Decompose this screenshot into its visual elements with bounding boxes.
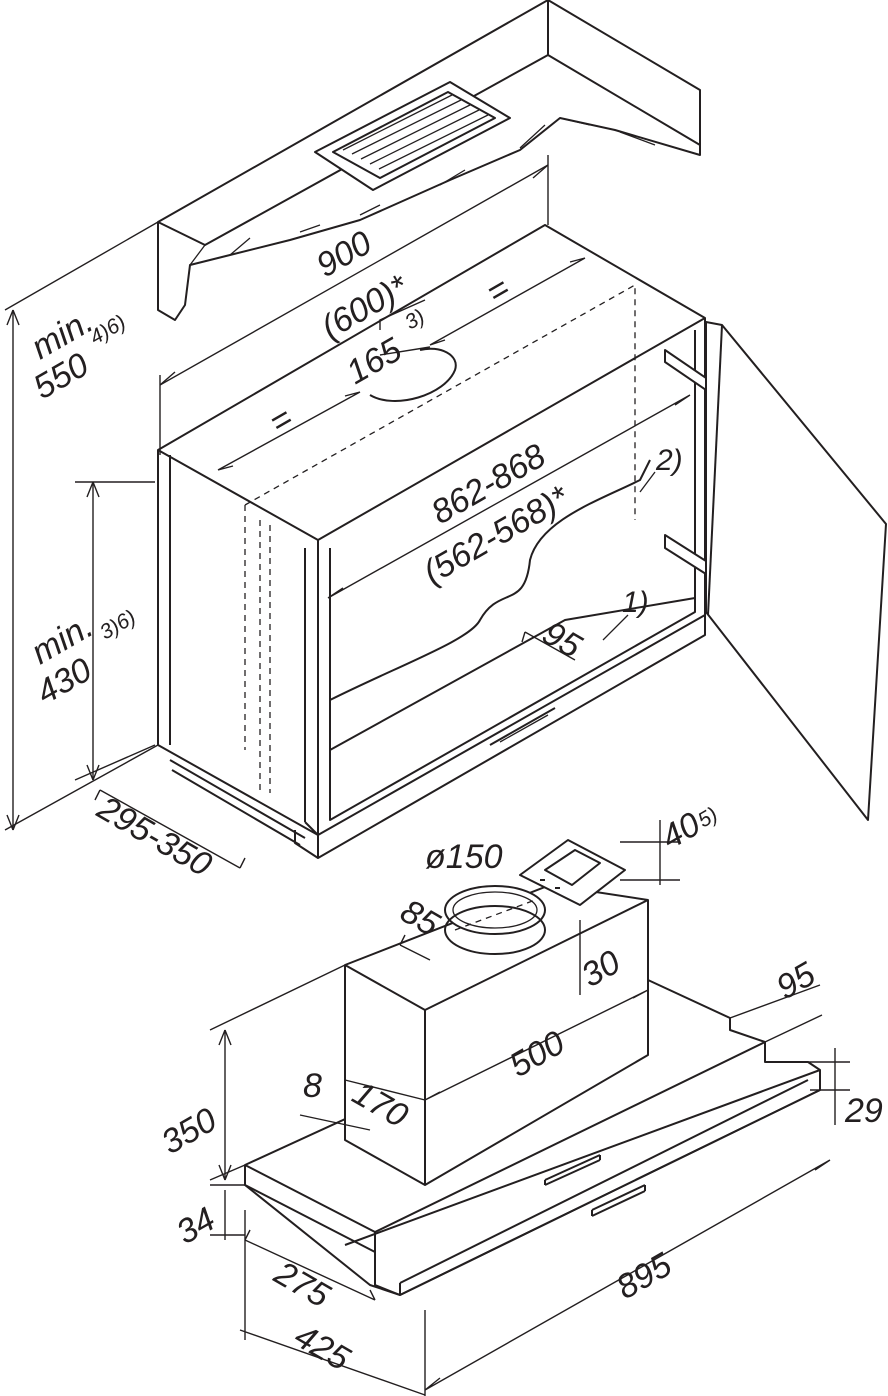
total-depth-label: 425 (288, 1317, 356, 1378)
cabinet-door (705, 321, 887, 821)
vent-grille (314, 81, 511, 191)
electrical-box (519, 839, 626, 906)
body-height-label: 350 (155, 1101, 223, 1162)
side-height-note: 3)6) (96, 606, 140, 645)
cabinet-drawing: 900 (600)* = = 165 3) min. 550 4)6) 862-… (4, 0, 887, 885)
depth-label: 295-350 (90, 789, 218, 885)
min-height-note: 4)6) (86, 311, 130, 350)
panel-thickness-label: 34 (170, 1200, 222, 1252)
inner-depth-label: 275 (267, 1254, 336, 1316)
width-label: 900 (310, 224, 378, 285)
duct-cutout (369, 347, 457, 402)
callout-1: 1) (622, 586, 649, 619)
duct-diameter-label: ø150 (425, 838, 503, 876)
side-gap-label: 8 (303, 1067, 322, 1105)
duct-collar (444, 885, 546, 955)
front-depth-label: 95 (770, 955, 822, 1007)
total-width-label: 895 (610, 1246, 678, 1307)
wall-cabinet (157, 224, 729, 859)
hood-drawing: ø150 40 5) 85 30 500 170 8 350 (155, 803, 883, 1396)
front-thickness-label: 29 (844, 1092, 883, 1130)
callout-2: 2) (655, 444, 683, 477)
